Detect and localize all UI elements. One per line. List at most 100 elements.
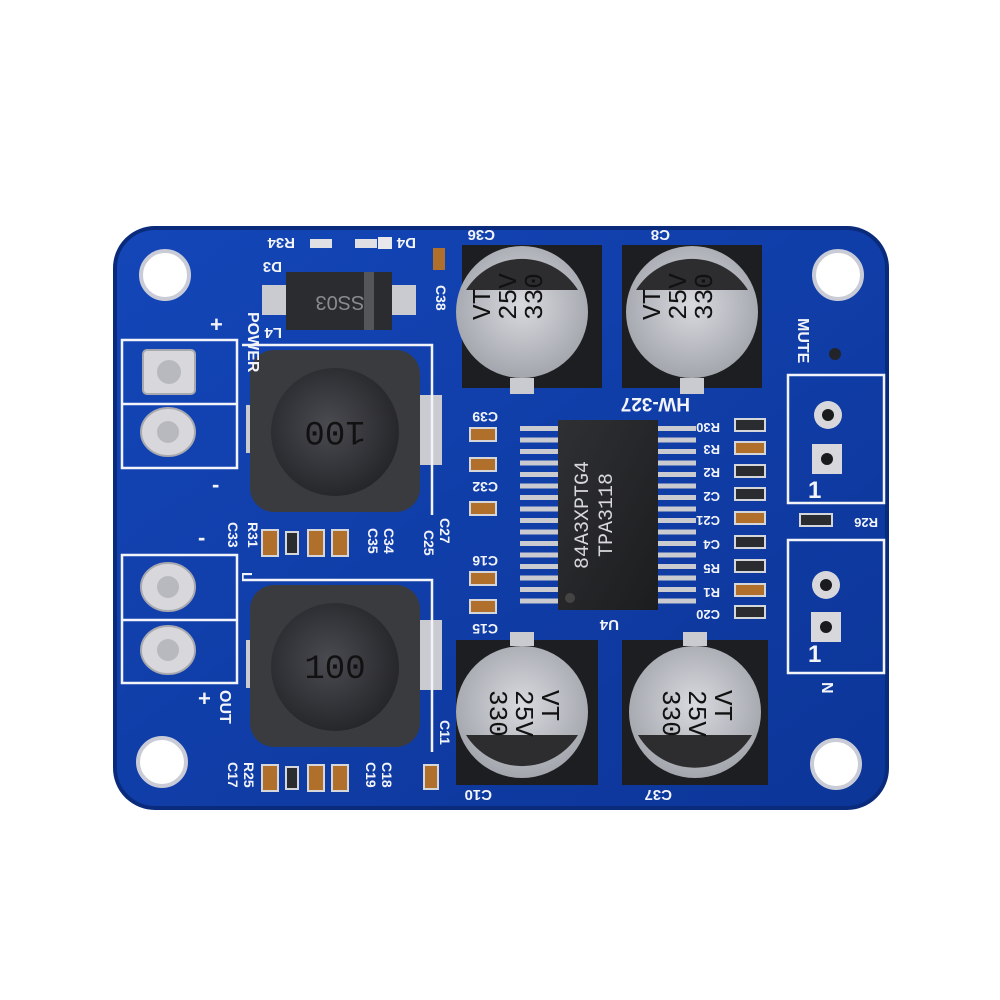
capacitor-polarity-stripe bbox=[636, 258, 748, 290]
label-d3: D3 bbox=[263, 258, 282, 275]
label-c37: C37 bbox=[644, 786, 672, 803]
inductor-top: 100 bbox=[246, 350, 442, 512]
power-terminal bbox=[120, 338, 239, 470]
chip-pin bbox=[520, 449, 560, 454]
input-pin-hole bbox=[820, 579, 832, 591]
chip-line1: 84A3XPTG4 bbox=[572, 461, 595, 569]
chip-pins-right bbox=[656, 426, 696, 604]
smd-component bbox=[734, 583, 766, 597]
capacitor-polarity-stripe bbox=[466, 735, 578, 767]
output-terminal bbox=[120, 553, 239, 685]
chip-pin bbox=[520, 598, 560, 604]
label-c19: C19 bbox=[363, 762, 379, 788]
mounting-hole bbox=[812, 249, 864, 301]
smd-capacitor bbox=[331, 529, 349, 557]
label-c16: C16 bbox=[472, 553, 498, 569]
capacitor-lead bbox=[683, 632, 707, 646]
smd-component bbox=[734, 418, 766, 432]
chip-pin bbox=[520, 575, 560, 581]
label-out: OUT bbox=[216, 690, 233, 724]
mounting-hole bbox=[139, 249, 191, 301]
capacitor-c10: 330 25V VT bbox=[456, 632, 598, 785]
chip-pin bbox=[520, 518, 560, 523]
label-c2: C2 bbox=[703, 489, 720, 504]
mute-indicator-dot bbox=[829, 348, 841, 360]
capacitor-value: 330 bbox=[690, 273, 720, 320]
capacitor-lead bbox=[510, 378, 534, 394]
capacitor-c8: 330 25V VT bbox=[622, 245, 762, 394]
chip-pin bbox=[520, 564, 560, 569]
chip-pin bbox=[656, 587, 696, 592]
smd-capacitor bbox=[261, 529, 279, 557]
label-r30: R30 bbox=[696, 420, 720, 435]
label-c32: C32 bbox=[472, 479, 498, 495]
smd-component bbox=[734, 559, 766, 573]
label-chip: U4 bbox=[599, 616, 619, 633]
diode-cathode-band bbox=[364, 272, 374, 330]
smd-capacitor bbox=[331, 764, 349, 792]
label-c20: C20 bbox=[696, 607, 720, 622]
input-header bbox=[786, 538, 886, 675]
capacitor-series: VT bbox=[534, 690, 564, 721]
diode-pad bbox=[262, 285, 290, 315]
led-d4 bbox=[378, 237, 392, 249]
chip-pin bbox=[520, 529, 560, 535]
inductor-outline bbox=[242, 343, 434, 515]
smd-components-middle bbox=[261, 427, 497, 792]
label-d4: D4 bbox=[396, 234, 416, 251]
mute-pin-hole bbox=[821, 453, 833, 465]
terminal-hole bbox=[157, 421, 179, 443]
chip-pin bbox=[656, 449, 696, 454]
label-out-plus: + bbox=[198, 686, 211, 711]
capacitor-value: 330 bbox=[482, 690, 512, 737]
inductor-marking: 100 bbox=[304, 411, 365, 449]
mounting-hole bbox=[810, 738, 862, 790]
mute-pin-hole bbox=[822, 409, 834, 421]
label-r26: R26 bbox=[854, 515, 878, 530]
label-c18: C18 bbox=[379, 762, 395, 788]
diode-pad bbox=[388, 285, 416, 315]
chip-pin bbox=[520, 472, 560, 477]
smd-capacitor bbox=[423, 764, 439, 790]
chip-pin bbox=[520, 483, 560, 489]
chip-body bbox=[558, 420, 658, 610]
input-pin-hole bbox=[820, 621, 832, 633]
pcb-board-edge bbox=[113, 226, 889, 810]
label-out-minus: - bbox=[198, 525, 205, 550]
label-power-minus: - bbox=[212, 472, 219, 497]
capacitor-c36: 330 25V VT bbox=[456, 245, 602, 394]
smd-capacitor bbox=[469, 599, 497, 614]
smd-resistor bbox=[355, 239, 377, 248]
chip-pin1-dot bbox=[565, 593, 575, 603]
smd-resistor-r26 bbox=[799, 513, 833, 527]
label-c36: C36 bbox=[467, 226, 495, 243]
chip-pin bbox=[656, 460, 696, 466]
smd-resistor bbox=[285, 766, 299, 790]
chip-pin bbox=[656, 495, 696, 500]
chip-pin bbox=[656, 506, 696, 512]
smd-component bbox=[734, 605, 766, 619]
label-c15: C15 bbox=[472, 621, 498, 637]
chip-pin bbox=[520, 495, 560, 500]
chip-pin bbox=[520, 541, 560, 546]
capacitor-c37: 330 25V VT bbox=[622, 632, 768, 785]
label-c27: C27 bbox=[437, 518, 453, 544]
smd-capacitor bbox=[307, 529, 325, 557]
diode-marking: SS03 bbox=[316, 291, 365, 313]
inductor-core bbox=[271, 603, 399, 731]
label-power: POWER bbox=[244, 312, 261, 373]
inductor-core bbox=[271, 368, 399, 496]
chip-pin bbox=[656, 529, 696, 535]
label-l4: L4 bbox=[264, 324, 282, 341]
capacitor-lead bbox=[680, 378, 704, 394]
label-r25: R25 bbox=[241, 762, 257, 788]
label-c4: C4 bbox=[703, 537, 720, 552]
input-header-outline bbox=[786, 538, 886, 675]
chip-pin bbox=[656, 437, 696, 443]
label-r31: R31 bbox=[245, 522, 261, 548]
smd-capacitor bbox=[469, 427, 497, 442]
smd-resistor bbox=[310, 239, 332, 248]
smd-capacitor bbox=[261, 764, 279, 792]
label-pin-one: 1 bbox=[808, 641, 821, 668]
